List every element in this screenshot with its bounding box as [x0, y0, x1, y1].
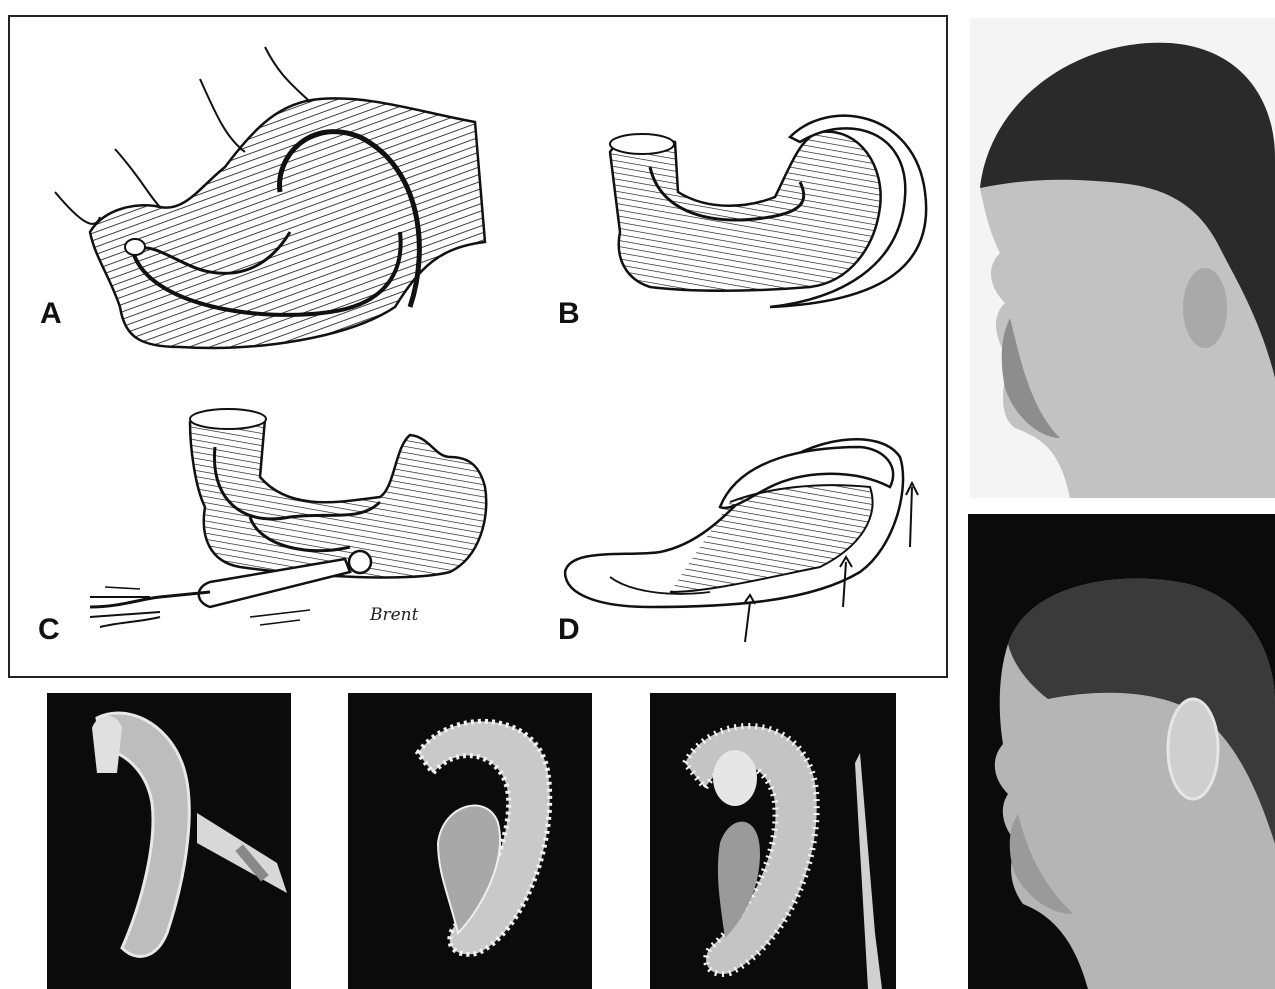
- photo-profile-upper: [970, 18, 1275, 498]
- drawing-a: [55, 47, 485, 348]
- panel-label-a: A: [40, 297, 62, 331]
- photo-carved-helix: [47, 693, 291, 989]
- illustration-drawings: [10, 17, 950, 680]
- assembled-framework-image: [348, 693, 592, 989]
- artist-signature: Brent: [370, 605, 418, 625]
- panel-label-c: C: [38, 613, 60, 647]
- carved-helix-image: [47, 693, 291, 989]
- drawing-c: [90, 409, 486, 627]
- photo-finished-framework: [650, 693, 896, 989]
- profile-upper-image: [970, 18, 1275, 498]
- panel-label-b: B: [558, 297, 580, 331]
- photo-assembled-framework: [348, 693, 592, 989]
- illustration-panel: A B C D Brent: [8, 15, 948, 678]
- panel-label-d: D: [558, 613, 580, 647]
- finished-framework-image: [650, 693, 896, 989]
- drawing-b: [610, 116, 926, 307]
- profile-lower-image: [968, 514, 1275, 989]
- drawing-d: [565, 439, 918, 642]
- photo-profile-lower: [968, 514, 1275, 989]
